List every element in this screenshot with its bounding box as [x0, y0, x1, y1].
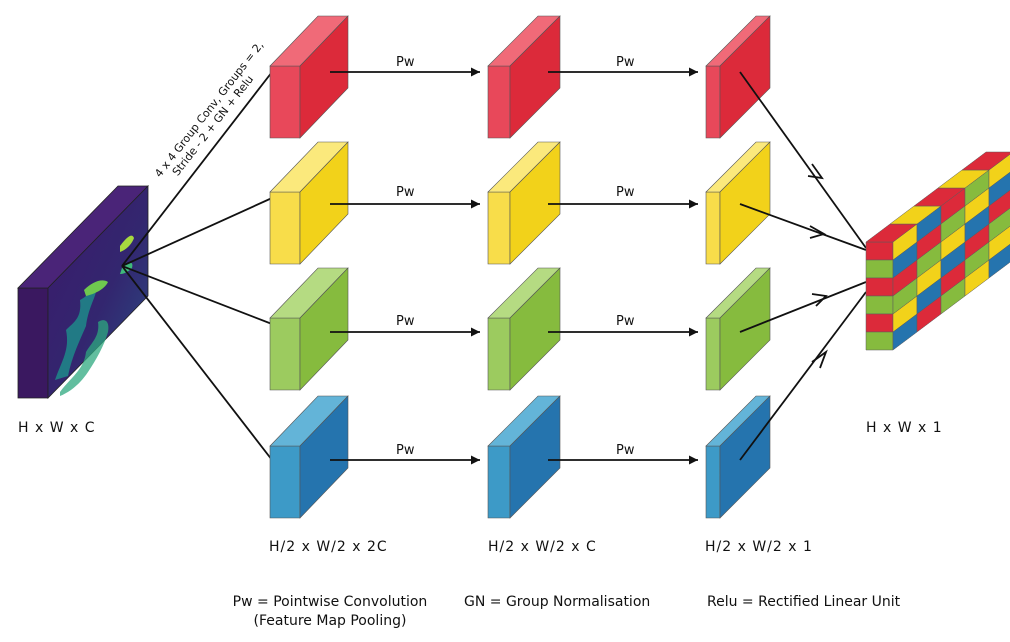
output-cell: [961, 151, 1010, 171]
svg-text:4 x 4 Group Conv, Groups = 2,: 4 x 4 Group Conv, Groups = 2,: [152, 39, 266, 180]
output-cell: [988, 225, 1010, 261]
input-feature-map: [17, 185, 149, 399]
pw-label: Pw: [616, 55, 635, 70]
stage-label-1: H/2 x W/2 x 2C: [269, 539, 388, 555]
svg-text:Stride - 2 + GN + Relu: Stride - 2 + GN + Relu: [170, 73, 256, 178]
input-label: H x W x C: [18, 420, 96, 436]
pw-labels: Pw Pw Pw Pw Pw Pw Pw Pw: [396, 55, 635, 458]
merge-lines: [739, 71, 867, 461]
pw-label: Pw: [616, 185, 635, 200]
output-cell: [865, 295, 894, 315]
legend-relu: Relu = Rectified Linear Unit: [707, 594, 901, 610]
block-yellow-stage2: [487, 141, 561, 265]
legend-pw: Pw = Pointwise Convolution (Feature Map …: [232, 594, 428, 629]
output-cell: [988, 243, 1010, 279]
output-cell: [865, 313, 894, 333]
branch-label: 4 x 4 Group Conv, Groups = 2, Stride - 2…: [152, 39, 266, 180]
pw-label: Pw: [396, 185, 415, 200]
output-cell: [865, 241, 894, 261]
block-red-stage1: [269, 15, 349, 139]
block-blue-stage1: [269, 395, 349, 519]
block-red-stage2: [487, 15, 561, 139]
output-cell: [865, 277, 894, 297]
pw-label: Pw: [616, 443, 635, 458]
output-cell: [988, 171, 1010, 207]
block-green-stage2: [487, 267, 561, 391]
stage-label-2: H/2 x W/2 x C: [488, 539, 597, 555]
pw-label: Pw: [616, 314, 635, 329]
output-cell: [988, 189, 1010, 225]
output-cell: [988, 207, 1010, 243]
pw-label: Pw: [396, 55, 415, 70]
legend-gn: GN = Group Normalisation: [464, 594, 651, 610]
block-red-stage3: [705, 15, 771, 139]
block-green-stage3: [705, 267, 771, 391]
block-yellow-stage1: [269, 141, 349, 265]
pw-label: Pw: [396, 443, 415, 458]
branch-lines: [121, 71, 273, 461]
pw-label: Pw: [396, 314, 415, 329]
output-cell: [865, 331, 894, 351]
output-feature-map: [865, 151, 1010, 351]
output-label: H x W x 1: [866, 420, 943, 436]
pw-arrows: [330, 67, 698, 465]
stage-label-3: H/2 x W/2 x 1: [705, 539, 813, 555]
block-green-stage1: [269, 267, 349, 391]
block-yellow-stage3: [705, 141, 771, 265]
block-blue-stage3: [705, 395, 771, 519]
block-blue-stage2: [487, 395, 561, 519]
output-cell: [865, 259, 894, 279]
